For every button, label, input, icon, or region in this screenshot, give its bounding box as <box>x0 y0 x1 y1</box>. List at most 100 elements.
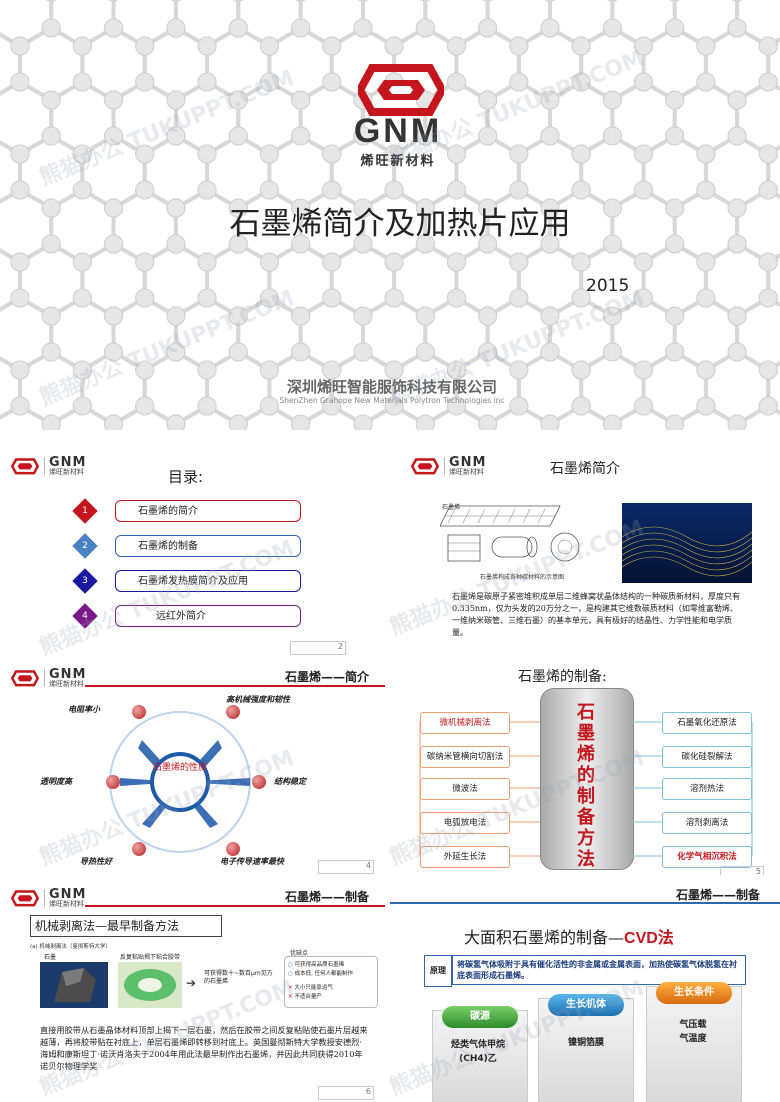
lattice-atom <box>291 414 311 430</box>
lattice-atom <box>353 306 373 326</box>
lattice-atom <box>446 396 466 416</box>
principle-text: 将碳氢气体吸附于具有催化活性的非金属或金属表面，加热使碳氢气体脱氢在衬底表面形成… <box>452 955 746 985</box>
pill-substrate: 生长机体 <box>548 994 624 1016</box>
pill-conditions: 生长条件 <box>656 982 732 1004</box>
lattice-atom <box>665 18 685 38</box>
lattice-atom <box>482 0 493 2</box>
lattice-atom <box>634 396 654 416</box>
con-text: 不适合量产 <box>294 994 322 1000</box>
cross-icon: ✕ <box>288 985 293 991</box>
props-title: 石墨烯——简介 <box>285 670 370 684</box>
lattice-atom <box>665 414 685 430</box>
lattice-atom <box>259 252 279 272</box>
lattice-atom <box>166 234 186 254</box>
lattice-atom <box>228 234 248 254</box>
lattice-atom <box>197 252 217 272</box>
lattice-atom <box>696 288 716 308</box>
lattice-atom <box>322 72 342 92</box>
lattice-atom <box>166 306 186 326</box>
mini-logo-brand-cn: 烯旺新材料 <box>49 680 84 688</box>
company-name-en: ShenZhen Grahope New Materials Polytron … <box>279 396 505 405</box>
props-center: 石墨烯的性质 <box>152 763 207 773</box>
lattice-atom <box>509 144 529 164</box>
lattice-atom <box>446 288 466 308</box>
lattice-atom <box>446 360 466 380</box>
lattice-atom <box>571 396 591 416</box>
toc-item-number: 1 <box>82 506 88 516</box>
lattice-atom <box>607 0 618 2</box>
pros-title: 优缺点 <box>290 950 309 957</box>
lattice-atom <box>353 234 373 254</box>
pill-carbon-source: 碳源 <box>442 1006 518 1028</box>
lattice-atom <box>384 144 404 164</box>
lattice-atom <box>540 342 560 362</box>
property-label-2: 高机械强度和韧性 <box>226 694 290 704</box>
lattice-atom <box>135 288 155 308</box>
intro-body: 石墨烯是碳原子紧密堆积成单层二维蜂窝状晶体结构的一种碳质新材料，厚度只有0.33… <box>452 592 740 637</box>
lattice-atom <box>228 306 248 326</box>
lattice-atom <box>135 36 155 56</box>
carbon-allotropes-diagram <box>440 505 580 562</box>
lattice-atom <box>291 90 311 110</box>
lattice-atom <box>135 360 155 380</box>
mech-subtitle: 机械剥离法—最早制备方法 <box>30 915 222 937</box>
lattice-atom <box>758 144 778 164</box>
lattice-atom <box>322 252 342 272</box>
lattice-atom <box>41 342 61 362</box>
lattice-atom <box>72 180 92 200</box>
lattice-atom <box>10 252 30 272</box>
lattice-atom <box>135 180 155 200</box>
prep-method-right-1: 石墨氧化还原法 <box>662 712 752 734</box>
lattice-atom <box>135 144 155 164</box>
toc-item-2[interactable]: 石墨烯的制备 <box>115 535 301 557</box>
lattice-atom <box>197 396 217 416</box>
lattice-atom <box>10 288 30 308</box>
gnm-logo-icon <box>358 64 444 116</box>
prep-method-right-2: 碳化硅裂解法 <box>662 746 752 768</box>
lattice-atom <box>104 414 124 430</box>
lattice-atom <box>634 72 654 92</box>
cover-brand: GNM <box>353 112 443 150</box>
toc-title: 目录: <box>168 468 204 486</box>
lattice-atom <box>166 90 186 110</box>
lattice-atom <box>72 396 92 416</box>
lattice-atom <box>758 36 778 56</box>
pro-item-1: ○ 可获得高品质石墨烯 <box>288 960 344 968</box>
cvd-slide: 石墨烯——制备 大面积石墨烯的制备—CVD法 原理 将碳氢气体吸附于具有催化活性… <box>390 880 780 1102</box>
lattice-atom <box>384 360 404 380</box>
lattice-atom <box>197 72 217 92</box>
lattice-atom <box>259 36 279 56</box>
prep-center-text: 石墨烯的制备方法 <box>577 702 595 870</box>
property-label-4: 结构稳定 <box>274 776 306 786</box>
lattice-atom <box>415 18 435 38</box>
lattice-atom <box>509 252 529 272</box>
properties-diagram <box>109 711 251 853</box>
lattice-atom <box>602 18 622 38</box>
lattice-atom <box>259 144 279 164</box>
lattice-hexagon <box>0 295 54 373</box>
toc-item-3[interactable]: 石墨烯发热膜简介及应用 <box>115 570 301 592</box>
lattice-atom <box>727 18 747 38</box>
prep-methods-slide: 石墨烯的制备: 石墨烯的制备方法 微机械剥离法 碳纳米管横向切割法 微波法 电弧… <box>390 660 780 875</box>
cross-icon: ✕ <box>288 994 293 1000</box>
property-node-5 <box>132 842 146 856</box>
tape-image <box>118 962 182 1008</box>
mini-logo-brand: GNM <box>49 667 87 682</box>
prep-method-right-3: 溶剂热法 <box>662 778 752 800</box>
lattice-atom <box>295 0 306 2</box>
prep-method-left-5: 外延生长法 <box>420 846 510 868</box>
toc-item-1[interactable]: 石墨烯的简介 <box>115 500 301 522</box>
mech-title: 石墨烯——制备 <box>285 890 370 904</box>
property-label-3: 透明度高 <box>40 776 72 786</box>
lattice-atom <box>696 72 716 92</box>
lattice-atom <box>571 144 591 164</box>
lattice-atom <box>10 36 30 56</box>
lattice-atom <box>197 288 217 308</box>
lattice-atom <box>634 180 654 200</box>
lattice-atom <box>291 126 311 146</box>
lattice-atom <box>602 90 622 110</box>
lattice-atom <box>353 198 373 218</box>
toc-item-4[interactable]: 远红外简介 <box>115 605 301 627</box>
circle-icon: ○ <box>288 971 293 977</box>
